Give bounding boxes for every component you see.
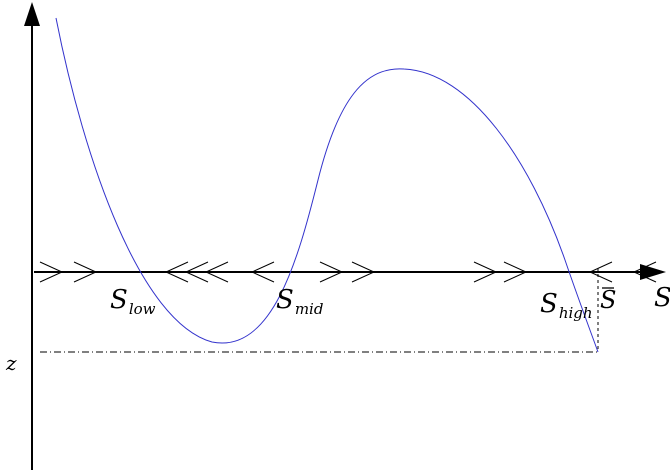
flow-arrow-right <box>73 261 98 283</box>
curve <box>55 17 599 353</box>
flow-markers <box>39 261 657 283</box>
flow-arrow-left <box>184 261 209 283</box>
vertical-axis-arrowhead <box>24 2 40 26</box>
flow-arrow-left <box>204 261 229 283</box>
s-high-label: Shigh <box>540 289 593 322</box>
vertical-axis-label: z <box>5 351 17 375</box>
flow-arrow-right <box>39 261 64 283</box>
flow-arrow-right <box>473 261 498 283</box>
flow-arrow-left <box>164 261 189 283</box>
horizontal-axis-arrowhead <box>640 264 666 280</box>
horizontal-axis-label: S <box>654 283 670 313</box>
s-bar-label: S <box>600 286 616 314</box>
s-low-label: Slow <box>110 285 156 318</box>
flow-arrow-right <box>351 261 376 283</box>
s-mid-label: Smid <box>276 285 323 318</box>
flow-arrow-left <box>588 261 613 283</box>
flow-arrow-right <box>319 261 344 283</box>
flow-arrow-right <box>503 261 528 283</box>
flow-arrow-left <box>632 261 657 283</box>
flow-arrow-left <box>250 261 275 283</box>
